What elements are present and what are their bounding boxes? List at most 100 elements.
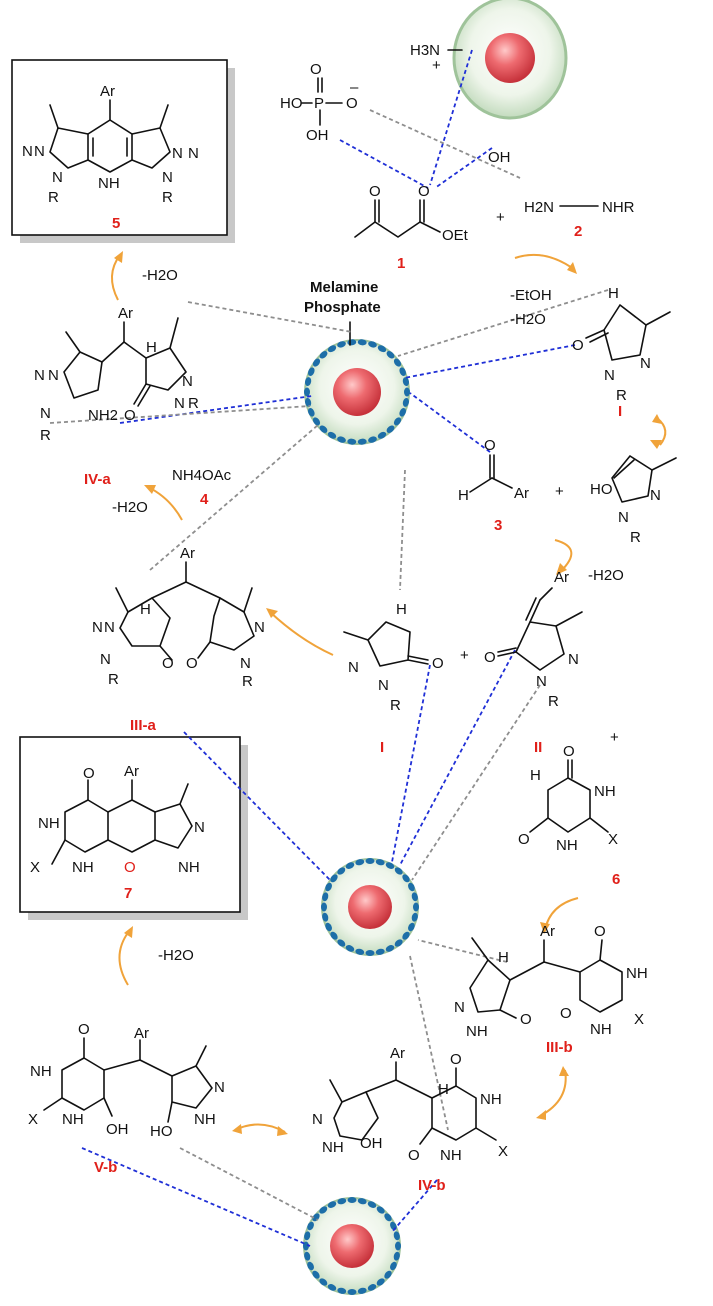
condition-minus-water: -H2O — [588, 567, 624, 584]
particle-dot — [307, 1221, 314, 1231]
particle-dot — [376, 1206, 385, 1214]
particle-dot — [327, 431, 337, 439]
particle-dot — [413, 902, 419, 912]
compound-label-4: 4 — [200, 491, 209, 508]
svg-text:O: O — [78, 1021, 90, 1038]
atom-n: N — [22, 143, 33, 160]
svg-text:N: N — [182, 373, 193, 390]
svg-text:H: H — [438, 1081, 449, 1098]
particle-dot — [355, 948, 365, 955]
svg-text:O: O — [594, 923, 606, 940]
svg-text:NHR: NHR — [602, 199, 635, 216]
particle-dot — [367, 1284, 377, 1291]
svg-text:HO: HO — [280, 95, 303, 112]
svg-text:N: N — [48, 367, 59, 384]
particle-dot — [357, 438, 367, 445]
catalyst-particle-top — [452, 0, 568, 120]
compound-label-V-b: V-b — [94, 1159, 117, 1176]
compound-label-II: II — [534, 739, 542, 756]
svg-text:H: H — [146, 339, 157, 356]
svg-text:N: N — [174, 395, 185, 412]
particle-dot — [305, 397, 312, 407]
svg-text:R: R — [40, 427, 51, 444]
svg-text:+: + — [432, 57, 441, 74]
compound-label-3: 3 — [494, 517, 502, 534]
svg-text:O: O — [560, 1005, 572, 1022]
compound-2: H2N NHR 2 — [524, 199, 635, 240]
svg-text:N: N — [650, 487, 661, 504]
amine-group: H3N + OH — [410, 42, 511, 166]
particle-dot — [347, 1197, 357, 1203]
svg-text:N: N — [254, 619, 265, 636]
svg-text:O: O — [484, 649, 496, 666]
particle-dot — [385, 862, 395, 869]
svg-text:H: H — [608, 285, 619, 302]
particle-dot — [319, 351, 328, 359]
svg-text:X: X — [634, 1011, 644, 1028]
svg-text:N: N — [640, 355, 651, 372]
particle-dot — [376, 1278, 385, 1286]
particle-dot — [337, 867, 346, 875]
compound-enol: HO N N R — [590, 455, 677, 546]
svg-text:NH: NH — [440, 1147, 462, 1164]
particle-dot — [304, 1231, 311, 1241]
svg-text:NH: NH — [480, 1091, 502, 1108]
particle-dot — [327, 1201, 337, 1208]
svg-text:O: O — [124, 407, 136, 424]
svg-text:Ar: Ar — [514, 485, 529, 502]
svg-text:N: N — [454, 999, 465, 1016]
svg-text:R: R — [548, 693, 559, 710]
particle-dot — [345, 945, 355, 952]
svg-text:Ar: Ar — [554, 569, 569, 586]
svg-text:OEt: OEt — [442, 227, 469, 244]
particle-dot — [393, 417, 402, 426]
particle-dot — [404, 387, 410, 397]
plus-sign: + — [555, 483, 564, 500]
particle-dot — [408, 882, 415, 892]
particle-dot — [303, 1241, 309, 1251]
catalyst-particle-mid — [304, 339, 410, 445]
svg-text:O: O — [408, 1147, 420, 1164]
particle-dot — [319, 1278, 328, 1286]
particle-dot — [337, 1287, 347, 1294]
particle-dot — [337, 436, 346, 443]
svg-text:X: X — [28, 1111, 38, 1128]
atom-n: N — [172, 145, 183, 162]
atom-n: N — [188, 145, 199, 162]
svg-text:H: H — [530, 767, 541, 784]
particle-dot — [327, 345, 337, 353]
atom-ar: Ar — [124, 763, 139, 780]
atom-nh: NH — [38, 815, 60, 832]
svg-text:H: H — [498, 949, 509, 966]
particle-dot — [393, 358, 402, 367]
compound-I-top: H O N N R I — [572, 285, 671, 420]
svg-text:O: O — [186, 655, 198, 672]
svg-text:O: O — [162, 655, 174, 672]
svg-text:NH: NH — [556, 837, 578, 854]
atom-nh: NH — [178, 859, 200, 876]
particle-dot — [330, 874, 338, 883]
svg-text:N: N — [214, 1079, 225, 1096]
svg-text:N: N — [40, 405, 51, 422]
particle-dot — [402, 931, 410, 940]
particle-dot — [411, 892, 418, 902]
svg-text:O: O — [484, 437, 496, 454]
svg-text:OH: OH — [306, 127, 329, 144]
particle-dot — [308, 408, 315, 417]
particle-dot — [330, 931, 338, 940]
plus-sign: + — [610, 729, 619, 746]
particle-dot — [319, 425, 328, 433]
particle-dot — [321, 902, 327, 912]
atom-r: R — [162, 189, 173, 206]
particle-dot — [304, 1251, 311, 1261]
svg-text:Ar: Ar — [134, 1025, 149, 1042]
particle-dot — [367, 1201, 377, 1208]
particle-dot — [377, 345, 387, 353]
svg-text:N: N — [618, 509, 629, 526]
atom-n: N — [194, 819, 205, 836]
svg-text:H: H — [396, 601, 407, 618]
svg-text:OH: OH — [106, 1121, 129, 1138]
compound-6: O H NH X O NH 6 — [518, 743, 620, 888]
svg-text:N: N — [104, 619, 115, 636]
svg-text:O: O — [346, 95, 358, 112]
